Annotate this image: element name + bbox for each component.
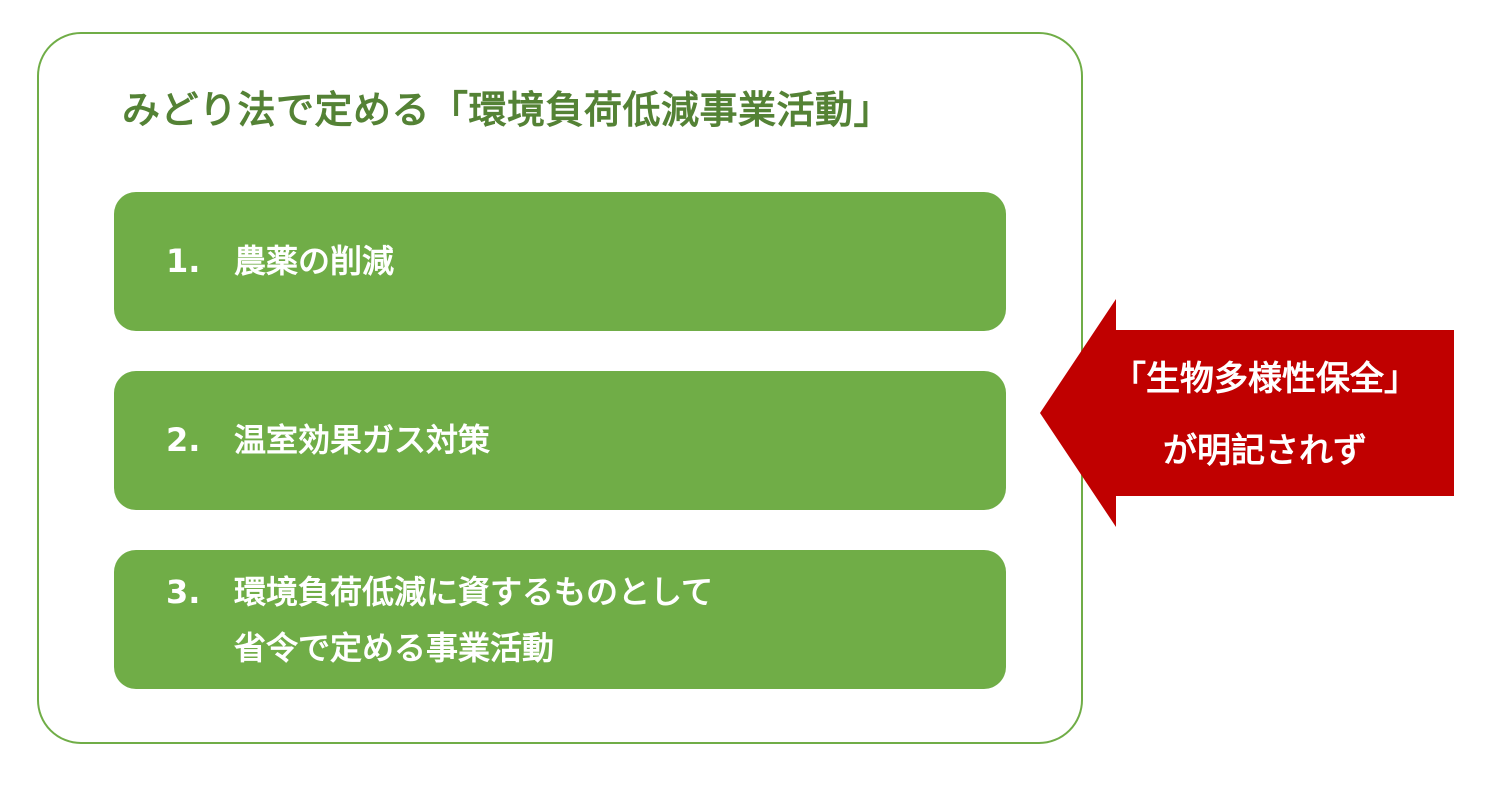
diagram-title: みどり法で定める「環境負荷低減事業活動」 [122, 88, 893, 132]
activity-item-3: 3. 環境負荷低減に資するものとして 省令で定める事業活動 [114, 550, 1006, 689]
item-label: 温室効果ガス対策 [234, 421, 491, 459]
callout-text-line-1: 「生物多様性保全」 [1112, 359, 1418, 399]
item-label-line-2: 省令で定める事業活動 [234, 629, 555, 667]
callout-text-line-2: が明記されず [1163, 431, 1367, 471]
item-number: 1. [166, 242, 201, 280]
left-arrow-icon [1040, 299, 1454, 527]
item-number: 2. [166, 421, 201, 459]
activity-item-2: 2. 温室効果ガス対策 [114, 371, 1006, 510]
item-label-line-1: 環境負荷低減に資するものとして [234, 573, 714, 611]
callout-arrow: 「生物多様性保全」 が明記されず [1040, 299, 1454, 527]
left-arrow-shape [1040, 299, 1454, 527]
item-number: 3. [166, 573, 201, 611]
activity-item-1: 1. 農薬の削減 [114, 192, 1006, 331]
item-label: 農薬の削減 [234, 242, 395, 280]
